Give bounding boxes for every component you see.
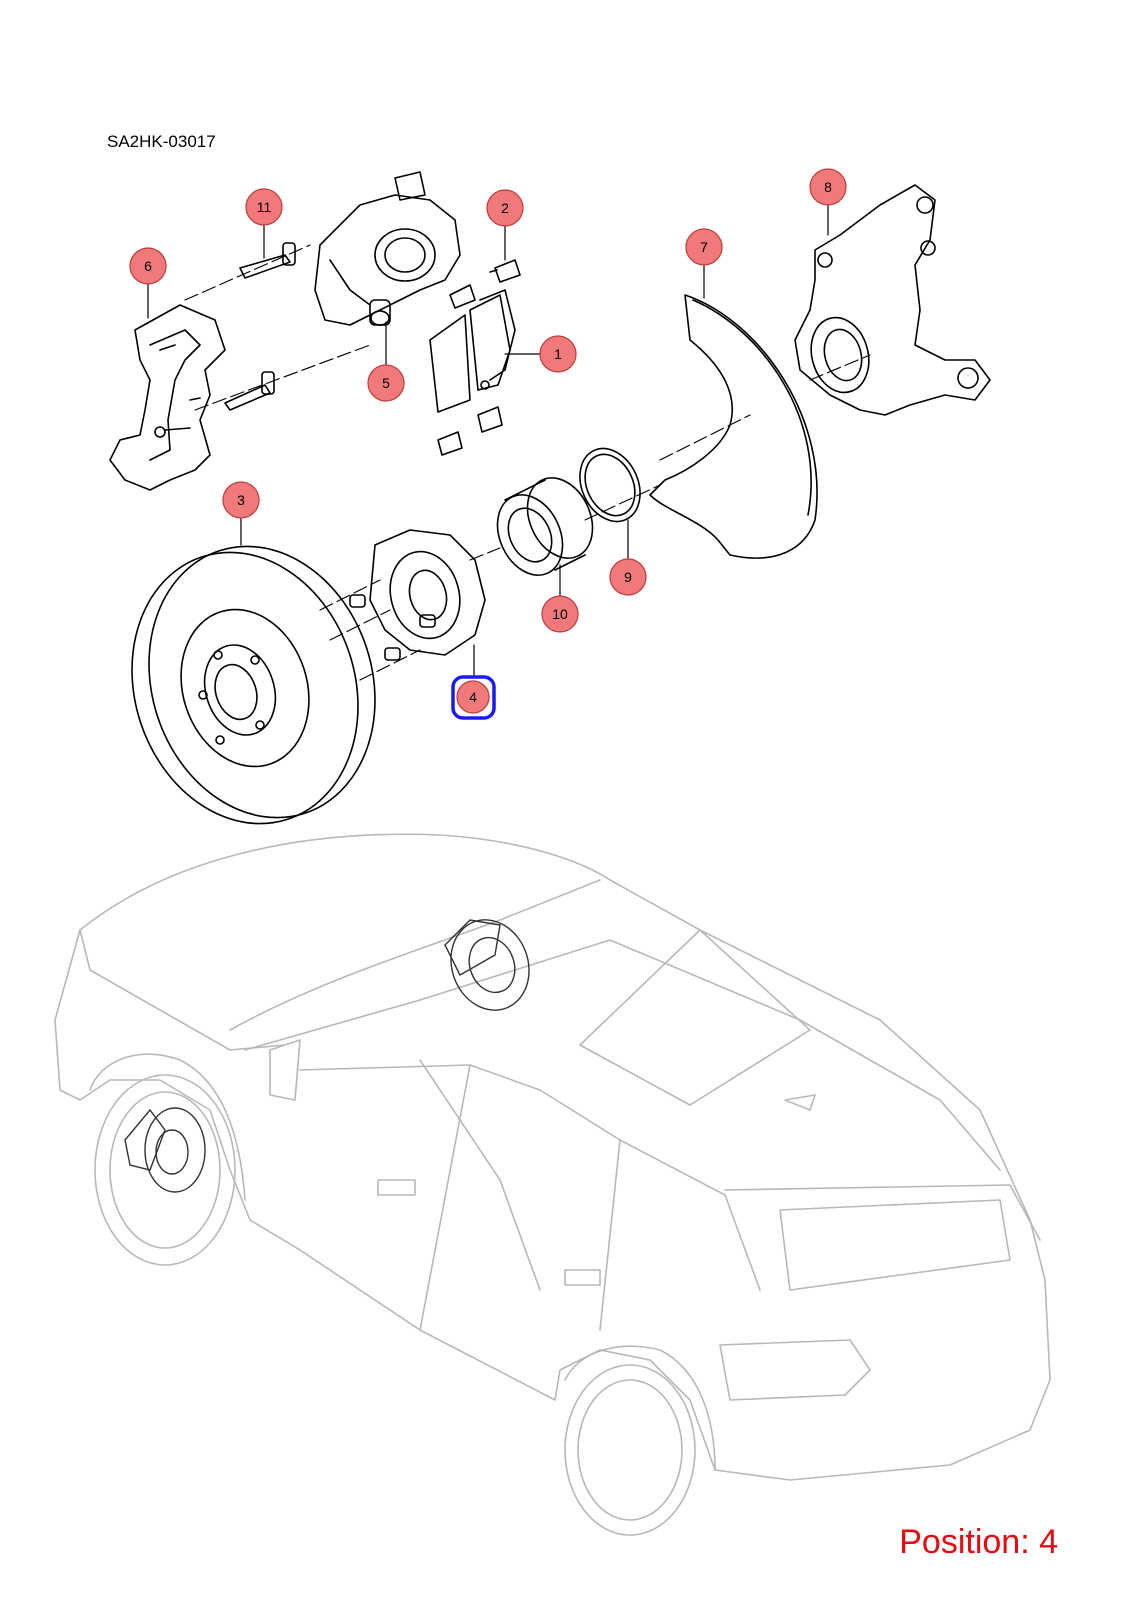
vehicle-outline bbox=[54, 833, 1051, 1536]
callout-label: 2 bbox=[501, 200, 509, 216]
callout-7[interactable]: 7 bbox=[685, 228, 723, 266]
callout-6[interactable]: 6 bbox=[129, 247, 167, 285]
callout-5[interactable]: 5 bbox=[367, 364, 405, 402]
dust-shield-part bbox=[649, 294, 818, 559]
assembly-axis-lines bbox=[184, 244, 871, 681]
position-indicator: Position: 4 bbox=[899, 1523, 1058, 1561]
callout-label: 5 bbox=[382, 375, 390, 391]
callout-11[interactable]: 11 bbox=[245, 188, 283, 226]
callout-label: 7 bbox=[700, 239, 708, 255]
wheel-bearing-part bbox=[496, 477, 594, 576]
callout-label: 6 bbox=[144, 258, 152, 274]
callout-9[interactable]: 9 bbox=[609, 558, 647, 596]
callout-1[interactable]: 1 bbox=[539, 335, 577, 373]
callout-10[interactable]: 10 bbox=[541, 595, 579, 633]
brake-location-icons bbox=[124, 919, 530, 1193]
callout-label: 10 bbox=[552, 606, 568, 622]
brake-pads-part bbox=[429, 289, 516, 413]
callout-label: 3 bbox=[237, 492, 245, 508]
brake-disc-part bbox=[131, 545, 376, 825]
callout-label: 11 bbox=[257, 199, 272, 215]
guide-pin-part bbox=[224, 242, 296, 411]
steering-knuckle-part bbox=[794, 184, 991, 416]
callout-label: 9 bbox=[624, 569, 632, 585]
callout-2[interactable]: 2 bbox=[486, 189, 524, 227]
snap-ring-part bbox=[579, 447, 641, 523]
callout-label: 8 bbox=[824, 179, 832, 195]
diagram-code: SA2HK-03017 bbox=[107, 132, 216, 151]
callout-label: 1 bbox=[554, 346, 562, 362]
callout-3[interactable]: 3 bbox=[222, 481, 260, 519]
wheel-hub-part bbox=[349, 529, 486, 661]
callout-4-selected[interactable]: 4 bbox=[451, 675, 496, 720]
caliper-body-part bbox=[314, 171, 461, 326]
callout-leader-lines bbox=[147, 204, 829, 679]
callout-8[interactable]: 8 bbox=[809, 168, 847, 206]
callout-label: 4 bbox=[469, 689, 477, 705]
caliper-bracket-part bbox=[109, 304, 226, 491]
pad-clips-part bbox=[437, 259, 521, 456]
callouts: 1 2 3 4 5 6 7 8 bbox=[129, 168, 847, 720]
